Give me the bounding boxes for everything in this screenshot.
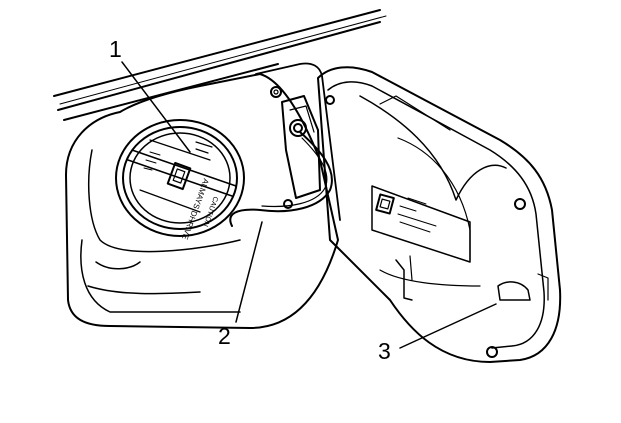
leader-lines (121, 61, 497, 349)
leader-line-2 (235, 221, 263, 323)
filler-housing-recess (65, 62, 341, 329)
tether-cord (229, 131, 333, 227)
hinge-bracket (281, 95, 321, 209)
callout-number-3: 3 (378, 338, 391, 364)
body-panel-edge (53, 9, 387, 121)
filler-door (317, 66, 562, 363)
callout-number-2: 2 (218, 323, 231, 349)
callout-number-1: 1 (109, 36, 122, 62)
leader-line-1 (121, 61, 191, 153)
housing-bolt (270, 86, 282, 98)
leader-line-3 (399, 303, 497, 349)
